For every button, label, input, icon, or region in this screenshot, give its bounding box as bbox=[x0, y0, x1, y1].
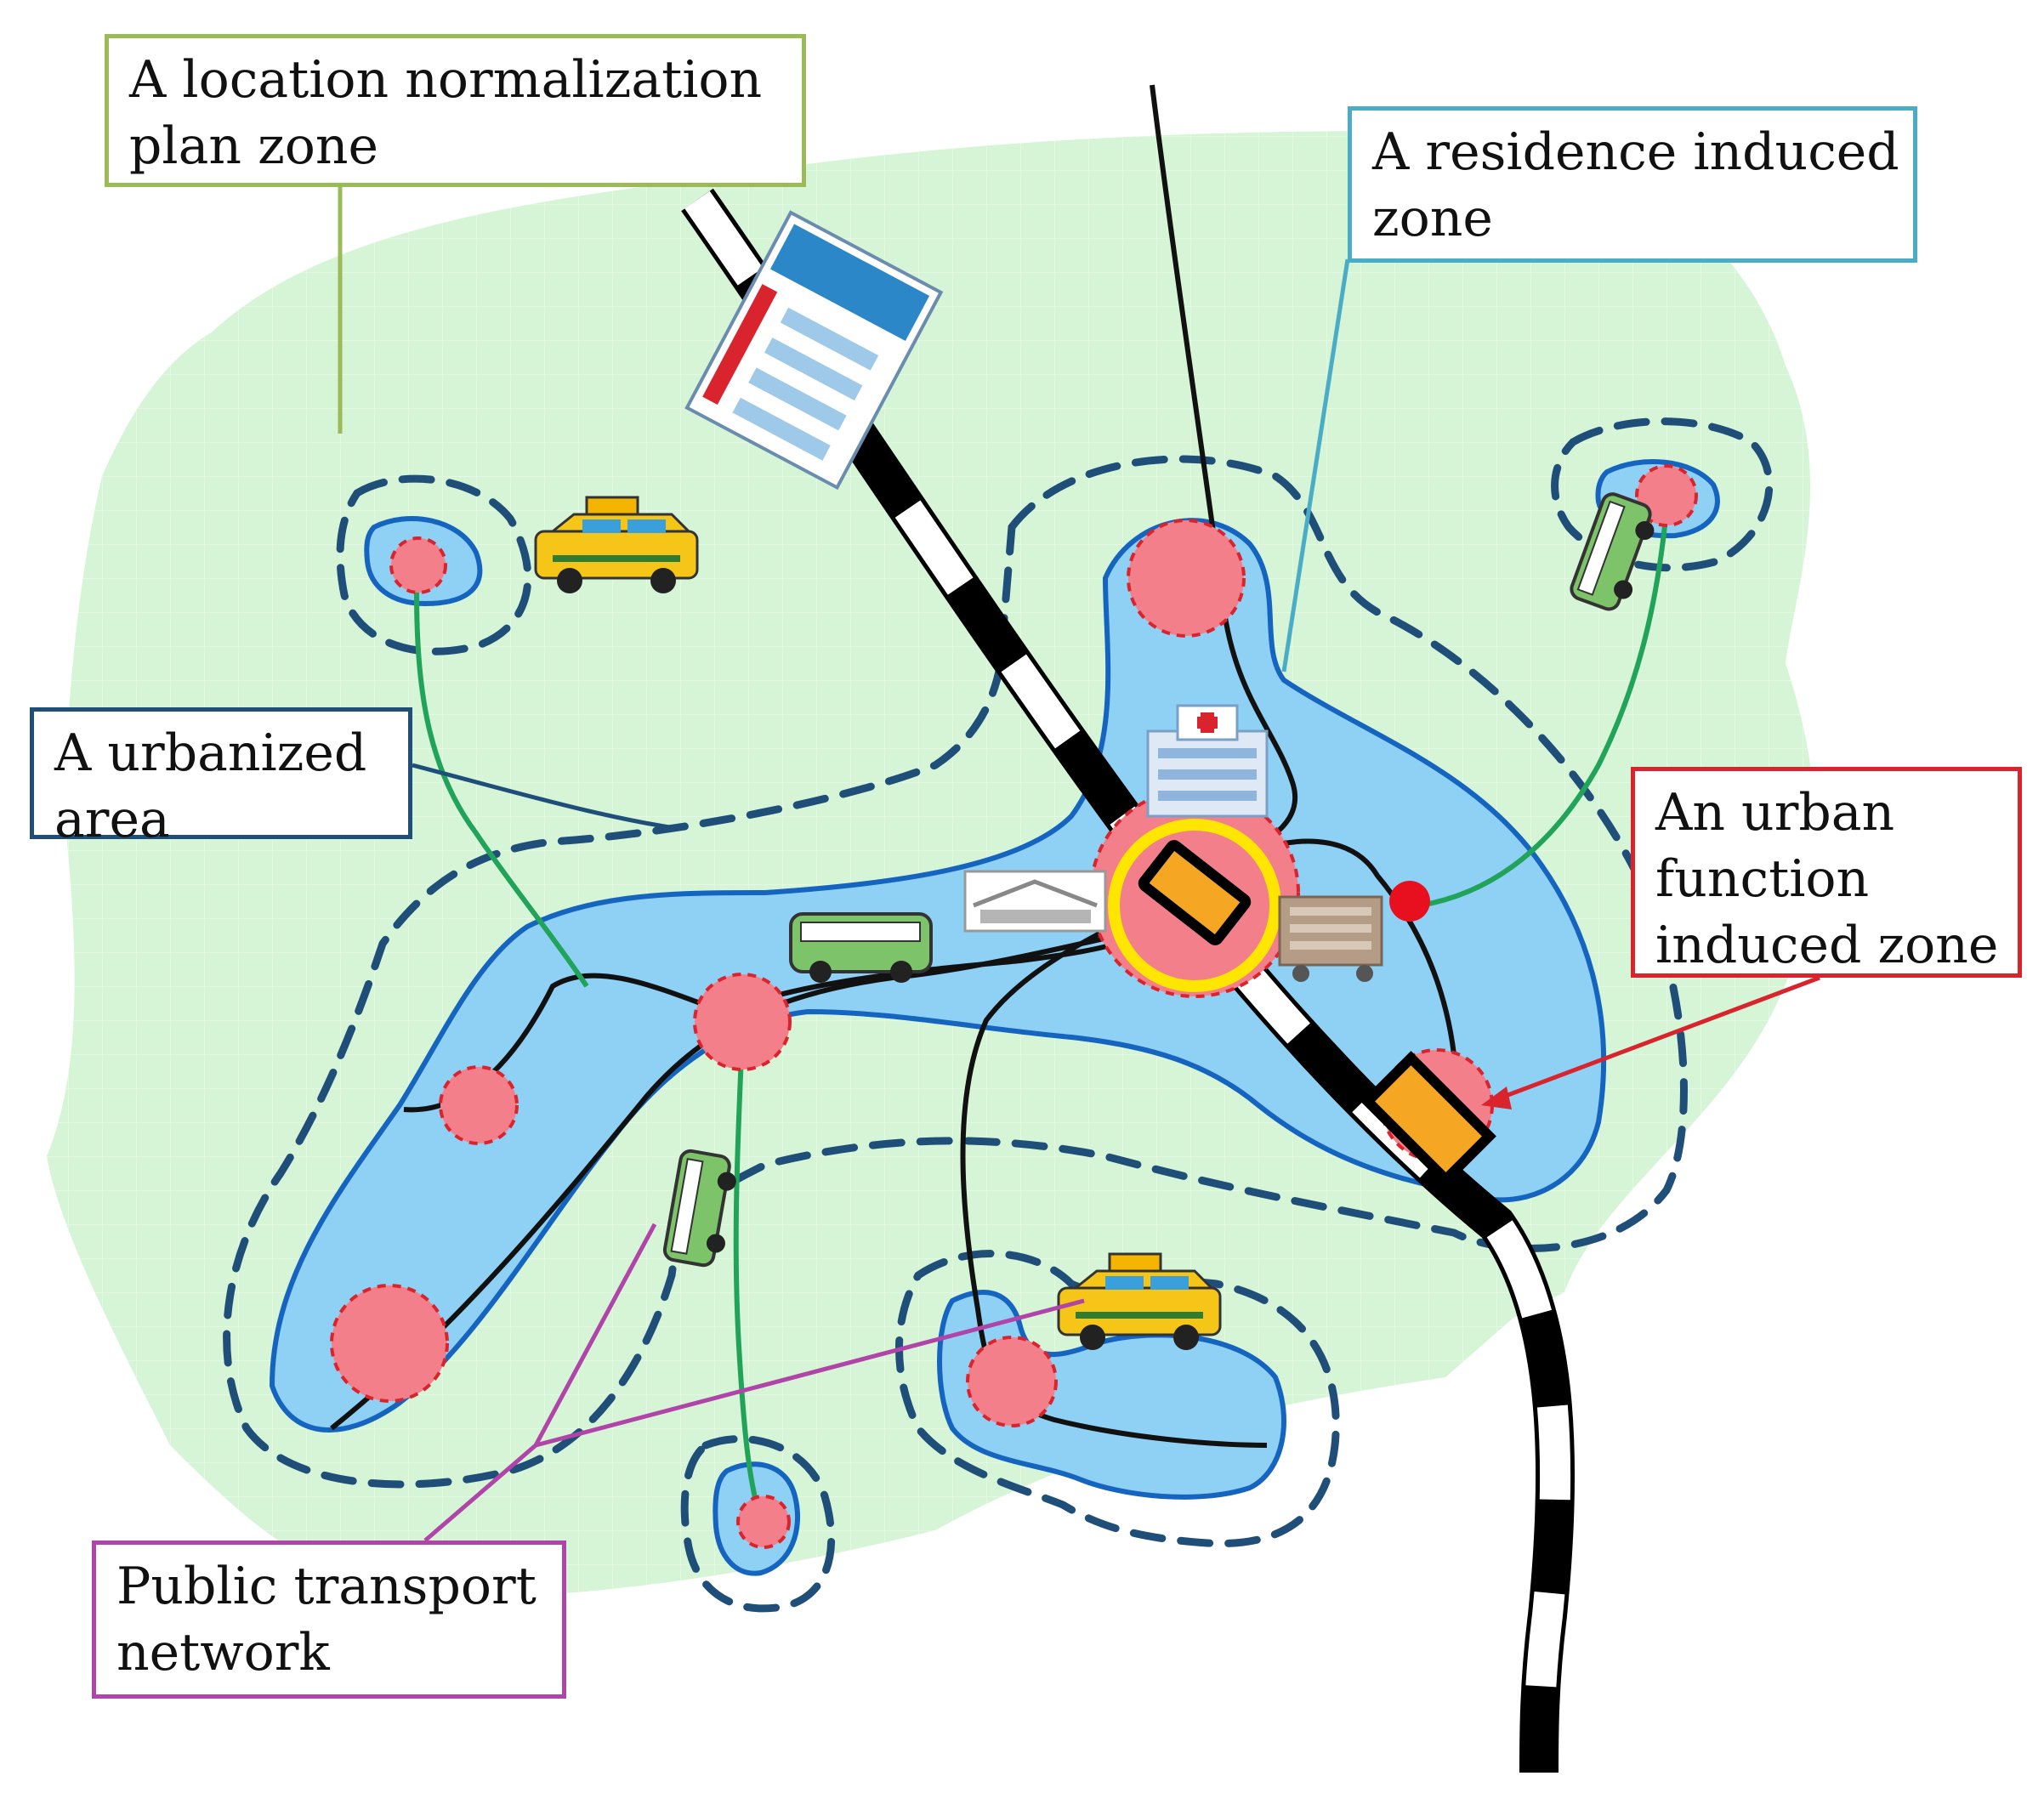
transit-line-northwest bbox=[414, 590, 589, 988]
residence-induced-zone-label: A residence induced zone bbox=[1348, 106, 1917, 263]
urban-function-spot bbox=[1635, 464, 1698, 527]
transit-line-northeast bbox=[1419, 509, 1669, 908]
urban-function-spot bbox=[693, 973, 792, 1071]
taxi-icon bbox=[1057, 1252, 1222, 1350]
station-icon bbox=[1108, 819, 1281, 992]
apartment-building-icon bbox=[684, 210, 944, 491]
leader-line-urbanized-area bbox=[412, 763, 681, 831]
urban-function-induced-zone-label: An urban function induced zone bbox=[1631, 767, 2022, 978]
leader-line-urban-function bbox=[1491, 975, 1820, 1104]
shopping-mall-icon bbox=[963, 870, 1107, 933]
urban-function-label-line-1: An urban bbox=[1655, 783, 1895, 843]
urban-function-label-line-2: function bbox=[1655, 849, 1870, 909]
bus-icon bbox=[662, 1149, 736, 1268]
urban-function-spot bbox=[966, 1336, 1058, 1427]
residence-zone-northeast-outline bbox=[1551, 417, 1774, 572]
urbanized-label-line-2: area bbox=[54, 790, 170, 849]
residence-zone-northwest-outline bbox=[336, 474, 532, 655]
public-transport-network-label: Public transport network bbox=[92, 1541, 566, 1699]
taxi-icon bbox=[534, 496, 699, 593]
leader-line-public-transport bbox=[423, 1223, 1085, 1542]
residence-zone-southwest-outline bbox=[680, 1435, 836, 1613]
urban-function-spot bbox=[736, 1495, 791, 1549]
residence-zone-dashed-outlines bbox=[223, 417, 1774, 1613]
urban-function-spot bbox=[330, 1284, 449, 1403]
bus-icon bbox=[789, 912, 933, 983]
urban-function-spot bbox=[439, 1065, 519, 1145]
public-transport-label-line-1: Public transport bbox=[116, 1557, 537, 1616]
location-label-line-1: A location normalization bbox=[129, 50, 763, 110]
transit-stop-dot bbox=[1389, 881, 1430, 922]
urban-function-spot bbox=[389, 536, 447, 594]
residence-label-line-2: zone bbox=[1372, 189, 1493, 248]
station-icon bbox=[1360, 1051, 1496, 1187]
leader-line-residence-zone bbox=[1281, 258, 1350, 672]
urbanized-label-line-1: A urbanized bbox=[54, 723, 367, 783]
urbanized-area-label: A urbanized area bbox=[30, 707, 412, 849]
residence-label-line-1: A residence induced bbox=[1372, 122, 1899, 182]
public-transport-label-line-2: network bbox=[116, 1623, 330, 1682]
residence-zone-main-outline bbox=[223, 455, 1688, 1489]
location-normalization-zone-label: A location normalization plan zone bbox=[105, 34, 806, 187]
leader-arrowhead bbox=[1481, 1087, 1512, 1109]
residence-zone-south-outline bbox=[895, 1250, 1340, 1548]
office-building-icon bbox=[1278, 895, 1383, 982]
location-label-line-2: plan zone bbox=[129, 116, 378, 176]
urban-function-label-line-3: induced zone bbox=[1655, 916, 1999, 975]
hospital-icon bbox=[1146, 704, 1269, 818]
bus-icon bbox=[1570, 492, 1655, 611]
public-transport-lines bbox=[414, 509, 1669, 1506]
transit-line-south bbox=[733, 994, 759, 1506]
urban-function-spot bbox=[1127, 519, 1246, 638]
